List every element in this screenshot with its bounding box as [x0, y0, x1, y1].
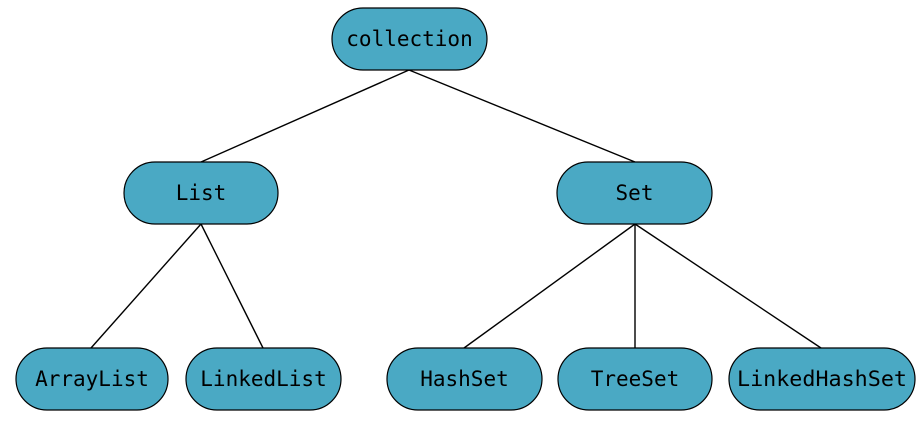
- edge-list-arraylist: [90, 223, 202, 349]
- node-linkedlist-label: LinkedList: [200, 367, 326, 391]
- node-treeset-shape: [557, 347, 713, 411]
- edge-list-linkedlist: [200, 223, 264, 349]
- edge-collection-list: [200, 69, 410, 163]
- node-collection-label: collection: [346, 27, 472, 51]
- node-list-label: List: [176, 181, 227, 205]
- node-list: List: [123, 161, 279, 225]
- node-linkedhashset-label: LinkedHashSet: [737, 367, 907, 391]
- edge-collection-set: [408, 69, 636, 163]
- edge-set-hashset: [463, 223, 636, 349]
- node-hashset-shape: [386, 347, 543, 411]
- node-arraylist-label: ArrayList: [35, 367, 149, 391]
- node-set-shape: [556, 161, 713, 225]
- node-linkedhashset: LinkedHashSet: [728, 347, 916, 411]
- node-linkedlist-shape: [185, 347, 342, 411]
- node-collection-shape: [331, 7, 488, 71]
- node-hashset: HashSet: [386, 347, 543, 411]
- edge-set-linkedhashset: [634, 223, 822, 349]
- node-list-shape: [123, 161, 279, 225]
- node-linkedhashset-shape: [728, 347, 916, 411]
- node-hashset-label: HashSet: [420, 367, 509, 391]
- node-arraylist-shape: [15, 347, 169, 411]
- node-set-label: Set: [616, 181, 654, 205]
- node-arraylist: ArrayList: [15, 347, 169, 411]
- node-treeset-label: TreeSet: [591, 367, 680, 391]
- node-collection: collection: [331, 7, 488, 71]
- node-treeset: TreeSet: [557, 347, 713, 411]
- node-linkedlist: LinkedList: [185, 347, 342, 411]
- edges: [90, 69, 822, 349]
- node-set: Set: [556, 161, 713, 225]
